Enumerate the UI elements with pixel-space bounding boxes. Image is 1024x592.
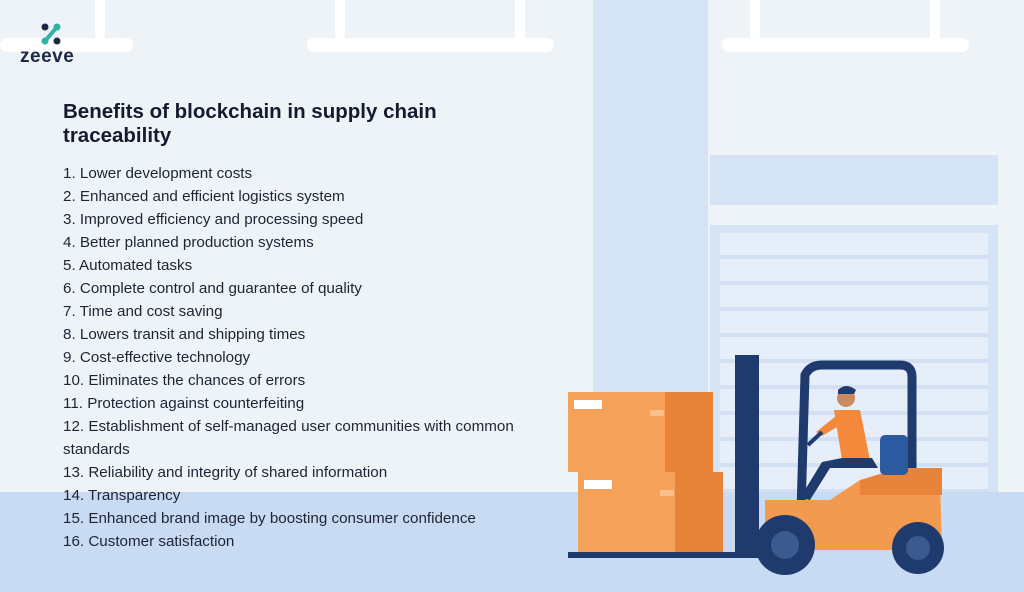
- forklift-with-boxes-illustration: [568, 355, 944, 575]
- benefit-item: 9. Cost-effective technology: [63, 349, 251, 366]
- benefit-item: 8. Lowers transit and shipping times: [63, 326, 306, 343]
- driver-legs: [800, 458, 878, 500]
- benefit-item: 3. Improved efficiency and processing sp…: [63, 211, 364, 228]
- benefits-list: 1. Lower development costs 2. Enhanced an…: [63, 162, 533, 553]
- benefit-item: 5. Automated tasks: [63, 257, 193, 274]
- shelf-post: [515, 0, 525, 46]
- driver-arm: [816, 416, 842, 436]
- rear-wheel-hub: [906, 536, 930, 560]
- benefit-item: 2. Enhanced and efficient logistics syst…: [63, 188, 345, 205]
- benefit-item: 15. Enhanced brand image by boosting con…: [63, 510, 476, 527]
- box-tape: [660, 490, 674, 496]
- box-tape: [650, 410, 664, 416]
- benefit-item: 13. Reliability and integrity of shared …: [63, 464, 388, 481]
- driver: [800, 386, 878, 500]
- shelf-post: [750, 0, 760, 46]
- box-label: [574, 400, 602, 409]
- benefit-item: 14. Transparency: [63, 487, 181, 504]
- benefit-item: 7. Time and cost saving: [63, 303, 223, 320]
- benefit-item: 6. Complete control and guarantee of qua…: [63, 280, 362, 297]
- logo-mark-icon: [41, 23, 61, 45]
- driver-shirt: [834, 410, 870, 460]
- box-top-side: [665, 392, 713, 472]
- steering-column: [806, 430, 824, 447]
- shelf-post: [930, 0, 940, 46]
- forklift-seat: [880, 435, 908, 475]
- driver-hair: [838, 386, 856, 394]
- front-wheel-hub: [771, 531, 799, 559]
- shelf-post: [95, 0, 105, 46]
- forklift-rear: [860, 468, 942, 495]
- brand-name: zeeve: [20, 46, 75, 67]
- benefit-item: 11. Protection against counterfeiting: [63, 395, 305, 412]
- shelf-post: [335, 0, 345, 46]
- shelf: [0, 38, 133, 52]
- wall-band: [710, 155, 998, 205]
- boxes: [568, 392, 723, 552]
- box-label: [584, 480, 612, 489]
- benefit-item: 12. Establishment of self-managed user c…: [63, 418, 514, 458]
- shelf: [722, 38, 969, 52]
- benefit-item: 1. Lower development costs: [63, 165, 253, 182]
- box-bottom-side: [675, 472, 723, 552]
- forklift-mast: [735, 355, 759, 555]
- brand-logo: zeeve: [20, 22, 82, 68]
- shelf: [307, 38, 554, 52]
- page-title: Benefits of blockchain in supply chain t…: [63, 100, 437, 147]
- benefit-item: 4. Better planned production systems: [63, 234, 314, 251]
- benefit-item: 10. Eliminates the chances of errors: [63, 372, 306, 389]
- forklift-forks: [568, 552, 768, 558]
- forklift-cage: [795, 360, 917, 546]
- benefit-item: 16. Customer satisfaction: [63, 533, 235, 550]
